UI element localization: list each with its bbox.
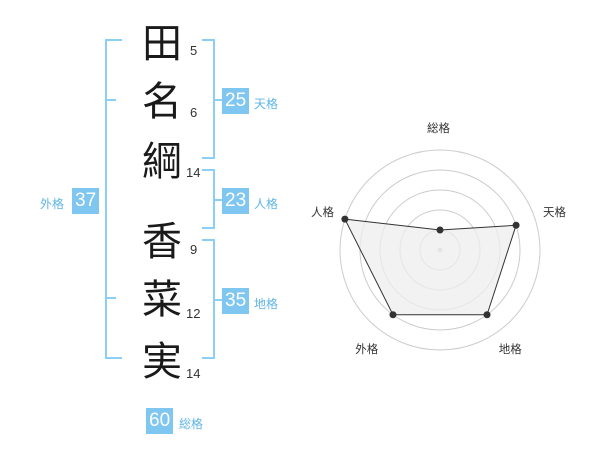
radar-points [341, 215, 520, 319]
radar-point-2 [512, 221, 520, 229]
name-char-1: 田 [142, 21, 182, 67]
tenkaku-label: 天格 [254, 97, 279, 111]
jinkaku-label: 人格 [254, 197, 279, 211]
chikaku-label: 地格 [254, 297, 279, 311]
radar-axis-label-1: 総格 [427, 121, 450, 135]
radar-point-3 [483, 311, 491, 319]
radar-ring-5 [339, 149, 541, 351]
name-char-6: 実 [142, 339, 182, 385]
name-char-5: 菜 [142, 277, 182, 323]
name-char-3: 綱 [142, 139, 182, 185]
gaikaku-value: 37 [72, 188, 100, 214]
chikaku-value: 35 [222, 288, 250, 314]
stroke-count-6: 14 [186, 366, 201, 381]
radar-area [344, 218, 517, 316]
stroke-count-5: 12 [186, 306, 201, 321]
jinkaku-value: 23 [222, 188, 250, 214]
radar-axis-label-2: 天格 [543, 205, 567, 220]
radar-point-5 [341, 215, 349, 223]
stroke-count-3: 14 [186, 165, 201, 180]
radar-axis-label-5: 人格 [310, 205, 334, 220]
soukaku-label: 総格 [179, 417, 204, 431]
gaikaku-label: 外格 [40, 197, 65, 211]
radar-point-1 [436, 226, 444, 234]
stroke-count-4: 9 [190, 242, 198, 257]
gaikaku-bracket [105, 39, 122, 359]
radar-axis-label-4: 外格 [355, 341, 379, 356]
name-char-4: 香 [142, 219, 182, 265]
soukaku-value: 60 [146, 408, 174, 434]
tenkaku-value: 25 [222, 88, 250, 114]
radar-axis-label-3: 地格 [498, 341, 522, 356]
name-char-2: 名 [142, 79, 182, 125]
stroke-count-1: 5 [190, 43, 198, 58]
radar-point-4 [389, 311, 397, 319]
stroke-count-2: 6 [190, 105, 198, 120]
